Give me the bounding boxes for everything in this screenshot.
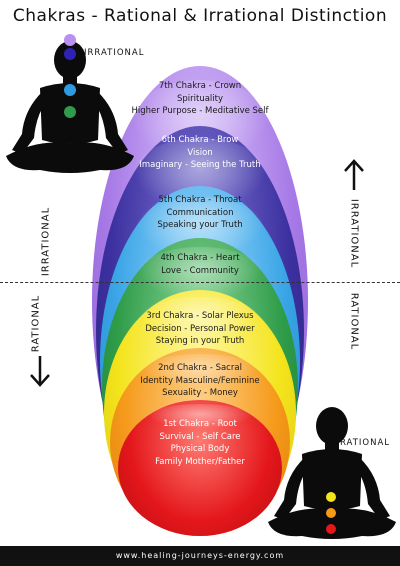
rational-irrational-divider	[0, 282, 400, 283]
meditating-figure-bottom-icon	[268, 407, 396, 539]
heart-chakra-dot	[64, 106, 76, 118]
throat-chakra-dot	[64, 84, 76, 96]
right-rational-label: RATIONAL	[348, 292, 360, 351]
left-irrational-label: IRRATIONAL	[40, 206, 52, 277]
arrow-up-icon	[344, 159, 364, 190]
brow-chakra-dot	[64, 48, 76, 60]
chakra-shape-root	[118, 400, 282, 536]
crown-chakra-dot	[64, 34, 76, 46]
arrow-down-icon	[30, 356, 50, 387]
rational-tag: RATIONAL	[340, 438, 391, 448]
right-irrational-label: IRRATIONAL	[348, 198, 360, 269]
irrational-tag: IRRATIONAL	[84, 48, 145, 58]
root-chakra-dot	[326, 524, 336, 534]
website-footer: www.healing-journeys-energy.com	[0, 546, 400, 566]
left-rational-label: RATIONAL	[30, 294, 42, 353]
sacral-chakra-dot	[326, 508, 336, 518]
solar-plexus-chakra-dot	[326, 492, 336, 502]
page-title: Chakras - Rational & Irrational Distinct…	[12, 6, 388, 26]
